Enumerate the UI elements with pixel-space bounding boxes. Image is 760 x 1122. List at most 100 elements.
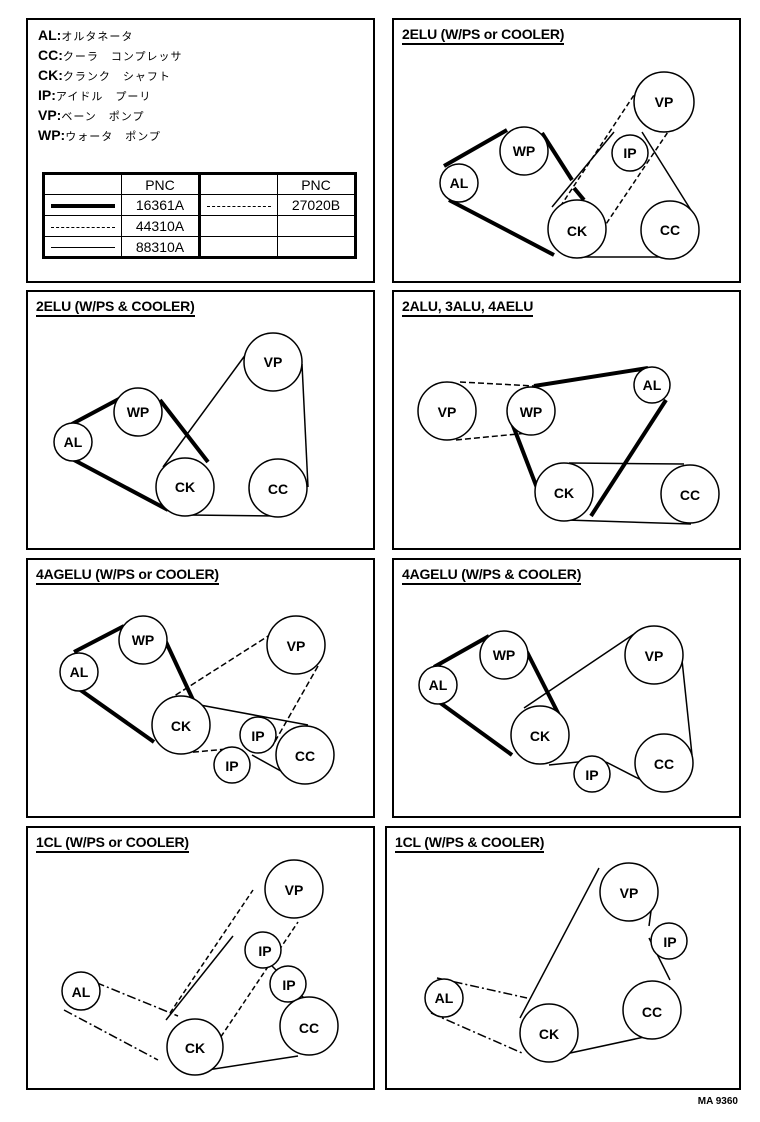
abbreviation-list: AL:オルタネータ CC:クーラ コンプレッサ CK:クランク シャフト IP:… [38,26,183,146]
line-swatch-long-dash [198,194,278,216]
abbr: IP: [38,87,56,103]
header-blank [43,173,122,195]
pnc-code: 44310A [121,215,200,237]
pulley-al [439,163,479,203]
svg-text:CK: CK [530,728,550,744]
svg-text:IP: IP [258,943,271,959]
panel-title: 2ALU, 3ALU, 4AELU [402,298,533,317]
abbr-name: オルタネータ [61,30,134,43]
svg-text:VP: VP [264,354,283,370]
diagram-panel-1cl-ps-or-cooler: 1CL (W/PS or COOLER) AL CK VP IP IP CC [26,826,375,1090]
svg-text:IP: IP [251,728,264,744]
diagram-panel-4agelu-ps-or-cooler: 4AGELU (W/PS or COOLER) AL WP CK VP IP I… [26,558,375,818]
svg-text:WP: WP [520,404,543,420]
header-blank [198,173,278,195]
panel-title: 1CL (W/PS & COOLER) [395,834,544,853]
empty-cell [198,215,278,237]
belt-diagram: VP WP AL CK CC [417,366,720,525]
diagram-panel-2alu-3alu-4aelu: 2ALU, 3ALU, 4AELU VP WP AL CK CC [392,290,741,550]
svg-text:CC: CC [654,756,674,772]
line-swatch-thick-solid [43,194,122,216]
legend-item-wp: WP:ウォータ ポンプ [38,126,183,146]
svg-text:CC: CC [268,481,288,497]
panel-title: 1CL (W/PS or COOLER) [36,834,189,853]
pnc-row: 44310A [43,215,356,237]
svg-text:WP: WP [127,404,150,420]
legend-item-ck: CK:クランク シャフト [38,66,183,86]
pnc-header-left: PNC [121,173,200,195]
legend-item-vp: VP:ベーン ポンプ [38,106,183,126]
pnc-row: 16361A 27020B [43,194,356,216]
svg-text:WP: WP [132,632,155,648]
legend-item-al: AL:オルタネータ [38,26,183,46]
pulley-cc [640,200,700,260]
belt-diagram: AL WP CK VP IP IP CC [59,615,335,785]
svg-text:CK: CK [567,223,587,239]
svg-text:CC: CC [642,1004,662,1020]
svg-text:AL: AL [70,664,89,680]
abbr-name: ベーン ポンプ [61,110,145,123]
diagram-panel-1cl-ps-and-cooler: 1CL (W/PS & COOLER) AL CK VP IP CC [385,826,741,1090]
svg-text:AL: AL [450,175,469,191]
pulley-vp [633,71,695,133]
abbr: AL: [38,27,62,43]
empty-cell [198,236,278,258]
svg-text:CK: CK [171,718,191,734]
panel-title: 2ELU (W/PS & COOLER) [36,298,195,317]
belt-diagram: AL WP CK VP IP CC [439,71,700,260]
svg-text:CK: CK [539,1026,559,1042]
empty-cell [277,215,356,237]
diagram-panel-2elu-ps-or-cooler: 2ELU (W/PS or COOLER) AL WP CK V [392,18,741,283]
svg-text:VP: VP [287,638,306,654]
svg-text:AL: AL [435,990,454,1006]
legend-item-ip: IP:アイドル プーリ [38,86,183,106]
svg-text:VP: VP [620,885,639,901]
pnc-row: 88310A [43,236,356,258]
abbr: CK: [38,67,63,83]
svg-text:VP: VP [438,404,457,420]
svg-text:IP: IP [663,934,676,950]
abbr-name: ウォータ ポンプ [65,130,161,143]
svg-text:IP: IP [623,145,636,161]
svg-text:AL: AL [429,677,448,693]
svg-text:VP: VP [645,648,664,664]
svg-text:VP: VP [655,94,674,110]
pulley-ip [611,134,649,172]
belt-diagram: AL CK VP IP IP CC [61,859,339,1076]
svg-text:IP: IP [225,758,238,774]
svg-text:CK: CK [185,1040,205,1056]
abbr: VP: [38,107,62,123]
pnc-header-row: PNC PNC [43,173,356,195]
figure-code: MA 9360 [697,1096,738,1107]
panel-title: 4AGELU (W/PS & COOLER) [402,566,581,585]
svg-text:IP: IP [585,767,598,783]
panel-title: 2ELU (W/PS or COOLER) [402,26,564,45]
legend-item-cc: CC:クーラ コンプレッサ [38,46,183,66]
svg-text:CK: CK [175,479,195,495]
pnc-code: 16361A [121,194,200,216]
abbr: CC: [38,47,63,63]
pnc-table: PNC PNC 16361A 27020B 44310A 88310A [42,172,357,259]
svg-text:VP: VP [285,882,304,898]
abbr-name: クランク シャフト [62,70,171,83]
line-swatch-short-dash [43,215,122,237]
abbr-name: クーラ コンプレッサ [62,50,183,63]
svg-text:AL: AL [72,984,91,1000]
abbr-name: アイドル プーリ [55,90,152,103]
pulley-wp [499,126,549,176]
pnc-code: 27020B [277,194,356,216]
svg-text:AL: AL [64,434,83,450]
svg-text:WP: WP [513,143,536,159]
svg-text:IP: IP [282,977,295,993]
line-swatch-thin-solid [43,236,122,258]
abbr: WP: [38,127,66,143]
svg-text:CK: CK [554,485,574,501]
empty-cell [277,236,356,258]
belt-diagram: AL CK VP IP CC [424,862,688,1063]
belt-diagram: AL WP CK VP CC [53,332,309,518]
svg-text:CC: CC [295,748,315,764]
diagram-panel-2elu-ps-and-cooler: 2ELU (W/PS & COOLER) AL WP CK VP CC [26,290,375,550]
pnc-header-right: PNC [277,173,356,195]
legend-panel: AL:オルタネータ CC:クーラ コンプレッサ CK:クランク シャフト IP:… [26,18,375,283]
svg-text:CC: CC [660,222,680,238]
